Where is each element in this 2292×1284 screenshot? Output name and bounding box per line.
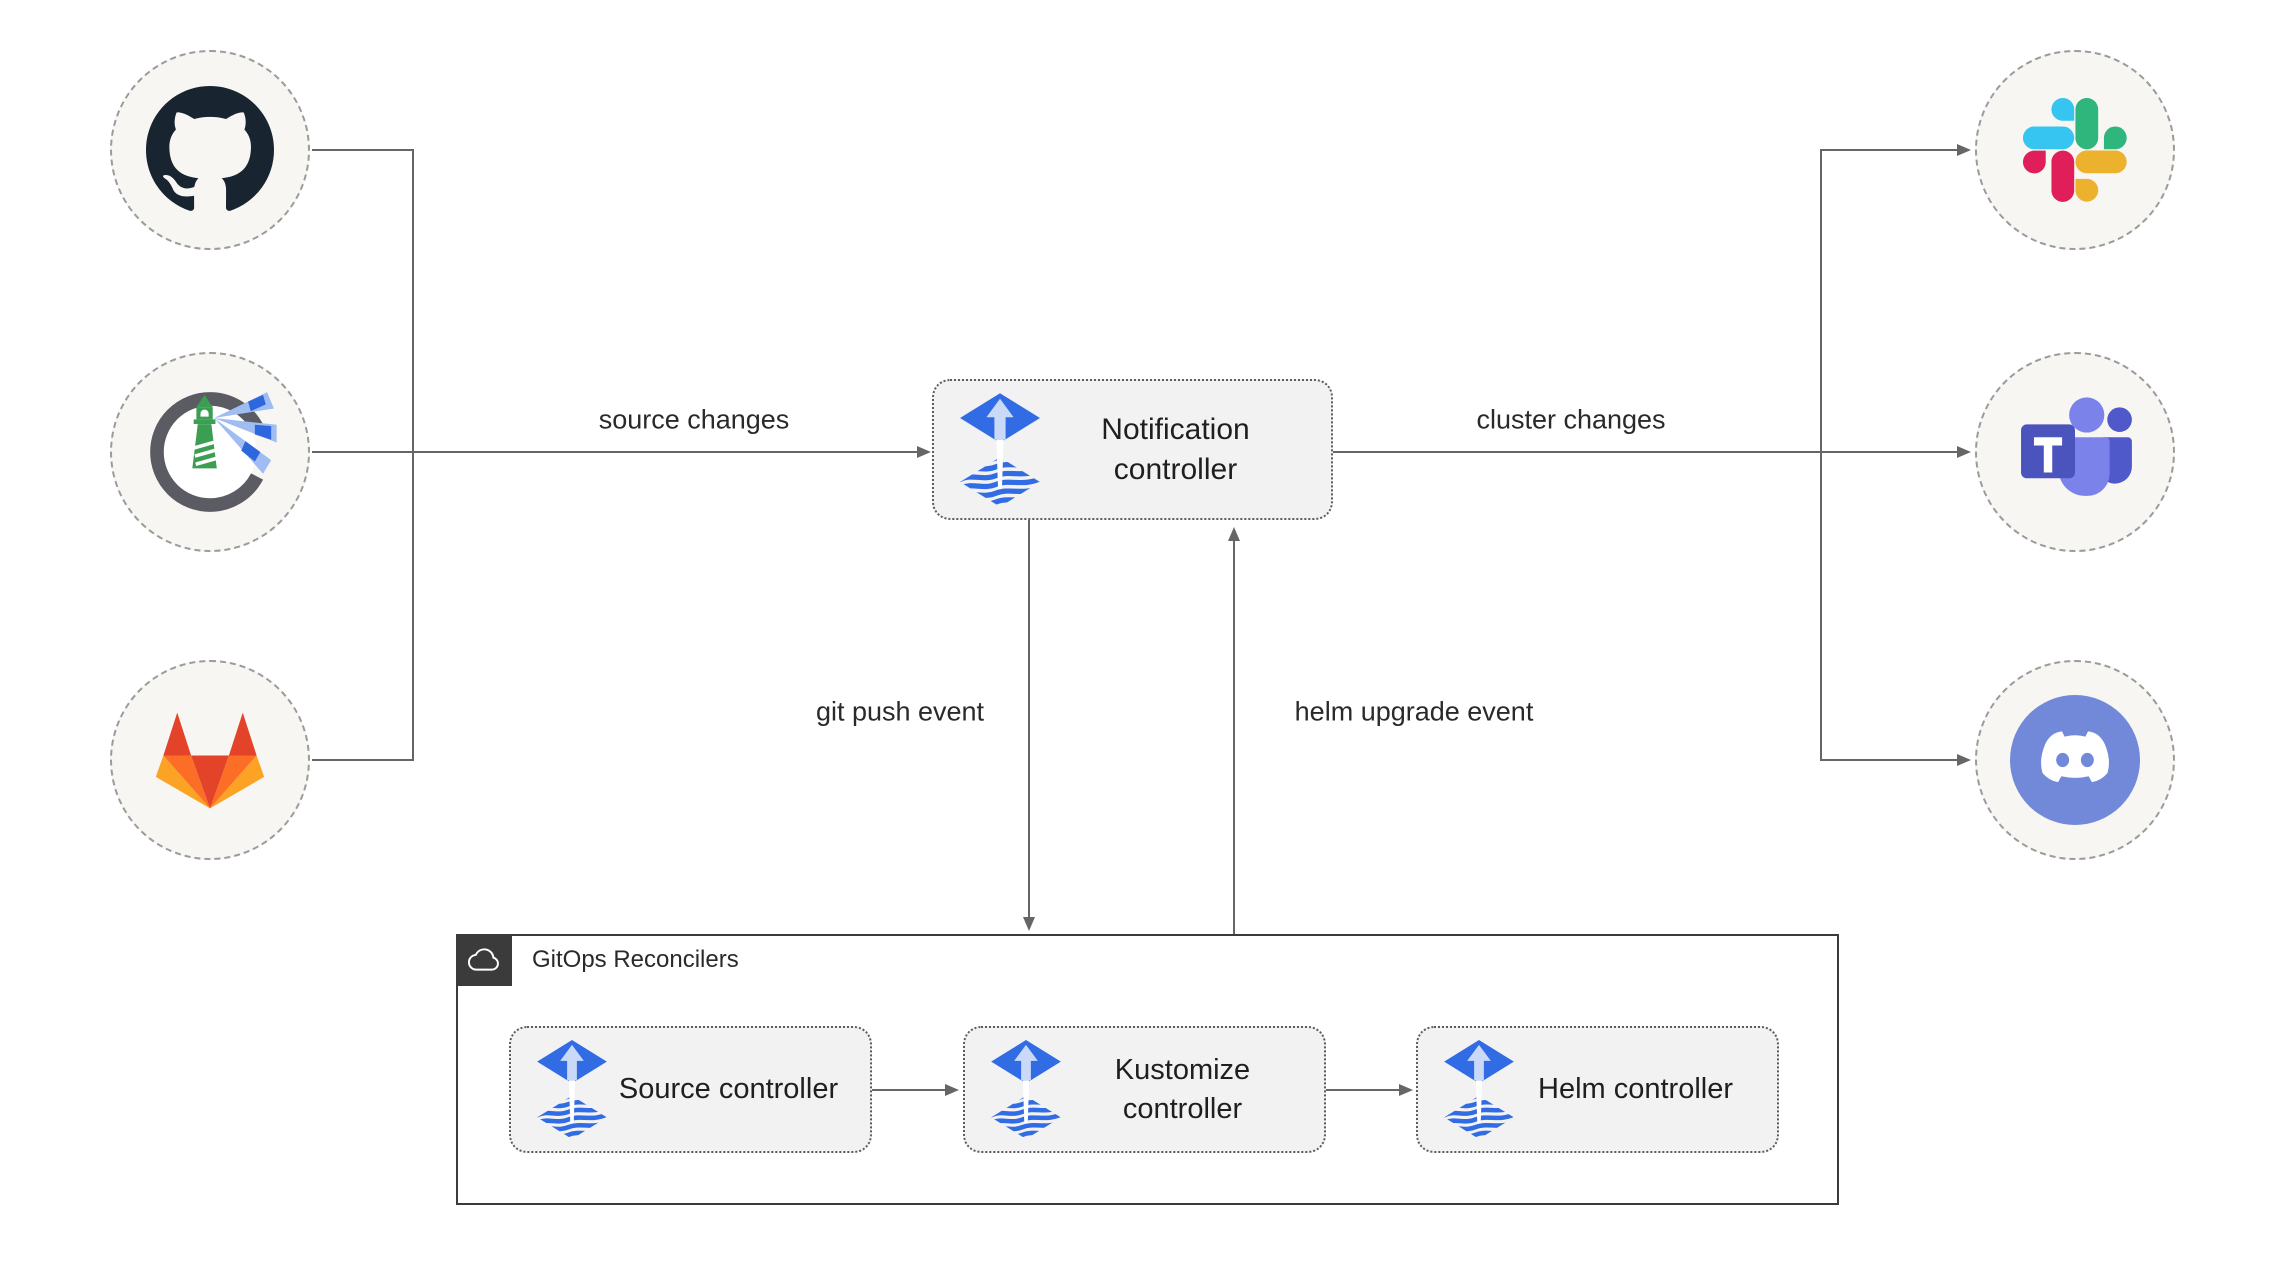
wire-cluster-changes-discord — [1820, 452, 1971, 766]
harbor-icon — [142, 384, 278, 520]
wire-sources-bus — [312, 149, 414, 761]
slack-icon — [2019, 94, 2131, 206]
helm-controller-node: Helm controller — [1416, 1026, 1779, 1153]
edge-label-helm-upgrade-event: helm upgrade event — [1294, 696, 1534, 727]
flux-icon — [1444, 1040, 1514, 1139]
source-node-harbor — [110, 352, 310, 552]
gitops-group-title: GitOps Reconcilers — [532, 946, 739, 973]
source-controller-node: Source controller — [509, 1026, 872, 1153]
cloud-icon — [467, 948, 501, 973]
gitlab-icon — [147, 705, 273, 816]
discord-icon — [2010, 695, 2140, 825]
gitops-reconcilers-group — [456, 934, 1839, 1205]
edge-label-source-changes: source changes — [598, 404, 790, 435]
edge-label-git-push-event: git push event — [815, 696, 985, 727]
notifier-node-slack — [1975, 50, 2175, 250]
source-controller-label: Source controller — [618, 1073, 839, 1106]
source-node-github — [110, 50, 310, 250]
flux-icon — [991, 1040, 1061, 1139]
kustomize-controller-label: Kustomize controller — [1114, 1054, 1251, 1125]
helm-controller-label: Helm controller — [1538, 1073, 1733, 1106]
source-node-gitlab — [110, 660, 310, 860]
flux-icon — [960, 393, 1040, 507]
kustomize-controller-node: Kustomize controller — [963, 1026, 1326, 1153]
notification-controller-label: Notification controller — [1101, 412, 1250, 486]
wire-cluster-changes-slack — [1820, 144, 1971, 452]
gitops-group-tab — [456, 934, 512, 986]
edge-label-cluster-changes: cluster changes — [1476, 404, 1666, 435]
notifier-node-teams — [1975, 352, 2175, 552]
notifier-node-discord — [1975, 660, 2175, 860]
notification-controller-node: Notification controller — [932, 379, 1333, 520]
github-icon — [146, 86, 274, 214]
teams-icon — [2014, 396, 2136, 509]
flux-icon — [537, 1040, 607, 1139]
